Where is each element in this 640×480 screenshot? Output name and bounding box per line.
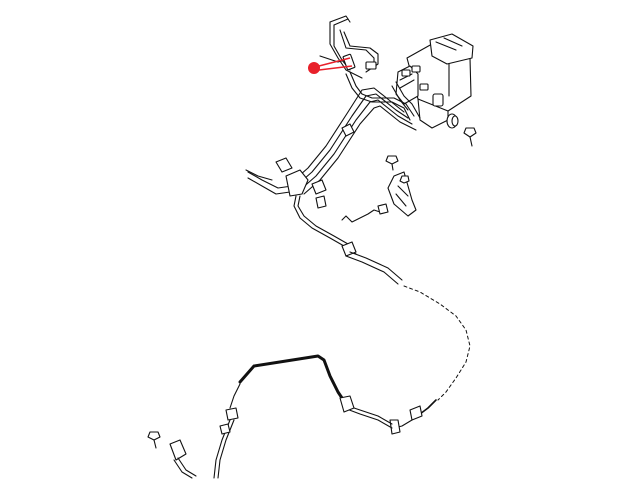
module-grommet [446, 113, 459, 129]
left-rear-hose [213, 383, 241, 479]
lower-brake-hose [389, 399, 437, 435]
bracket-bolt-upper [385, 155, 399, 171]
branch-tube [341, 203, 389, 223]
brake-tube-bundle [291, 81, 421, 195]
left-bolt [147, 431, 161, 449]
module-bolt [463, 127, 477, 147]
left-fitting [169, 439, 197, 479]
callout-marker-icon[interactable] [308, 57, 353, 74]
tube-junction-clips [247, 157, 357, 255]
abs-module [395, 33, 474, 129]
rear-axle-tube [238, 354, 393, 429]
bracket-bolt-lower [399, 175, 410, 184]
rear-brake-tube [345, 251, 471, 401]
left-stub-tubes [245, 169, 273, 181]
